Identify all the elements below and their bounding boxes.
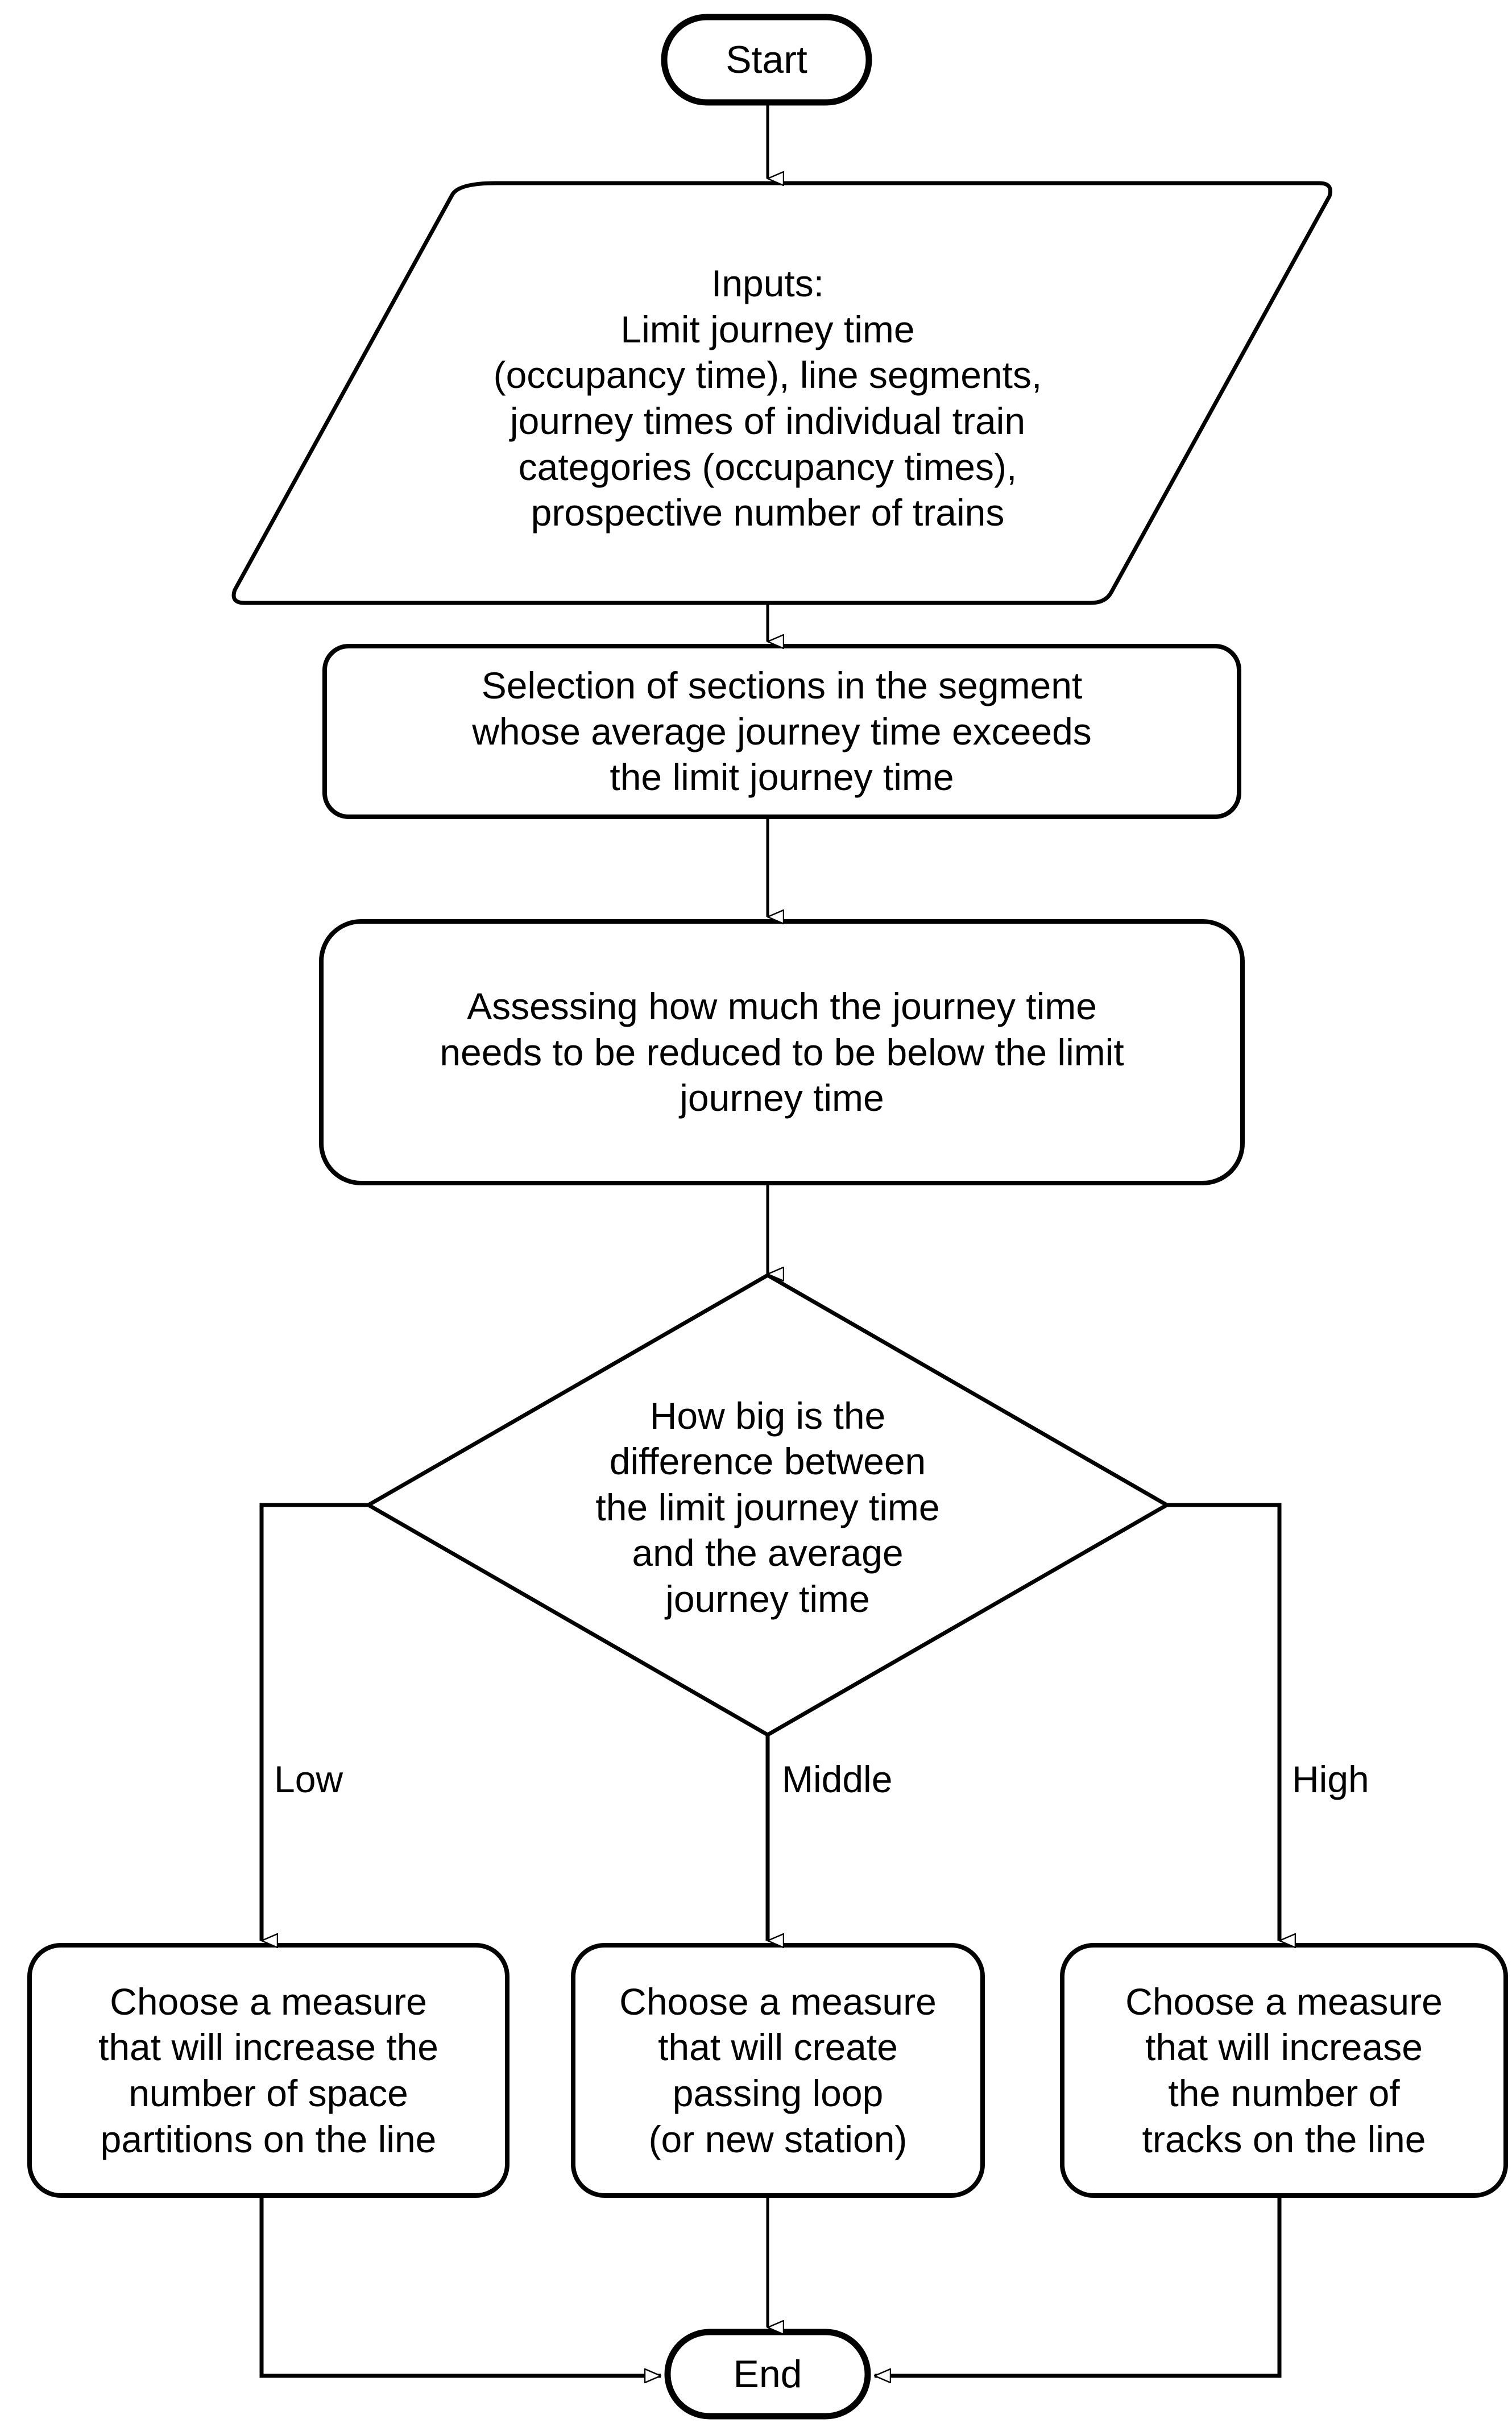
node-measure-low-shape[interactable] — [27, 1943, 509, 2198]
node-assessing-shape[interactable] — [319, 919, 1245, 1185]
edge-decision-measure-high — [1167, 1503, 1279, 1941]
node-inputs-shape[interactable] — [231, 181, 1332, 605]
edge-decision-measure-low — [259, 1503, 368, 1941]
node-selection-shape[interactable] — [322, 644, 1241, 819]
node-end-shape[interactable] — [664, 2329, 871, 2420]
node-measure-middle-shape[interactable] — [571, 1943, 985, 2198]
node-start-shape[interactable] — [661, 14, 872, 106]
edge-label-high: High — [1292, 1758, 1369, 1800]
edge-measure-high-end — [875, 2196, 1282, 2376]
edge-measure-low-end — [259, 2196, 661, 2376]
edge-label-low: Low — [274, 1758, 343, 1800]
edge-label-middle: Middle — [782, 1758, 893, 1800]
node-measure-high-shape[interactable] — [1060, 1943, 1508, 2198]
node-decision-shape[interactable] — [364, 1272, 1171, 1738]
